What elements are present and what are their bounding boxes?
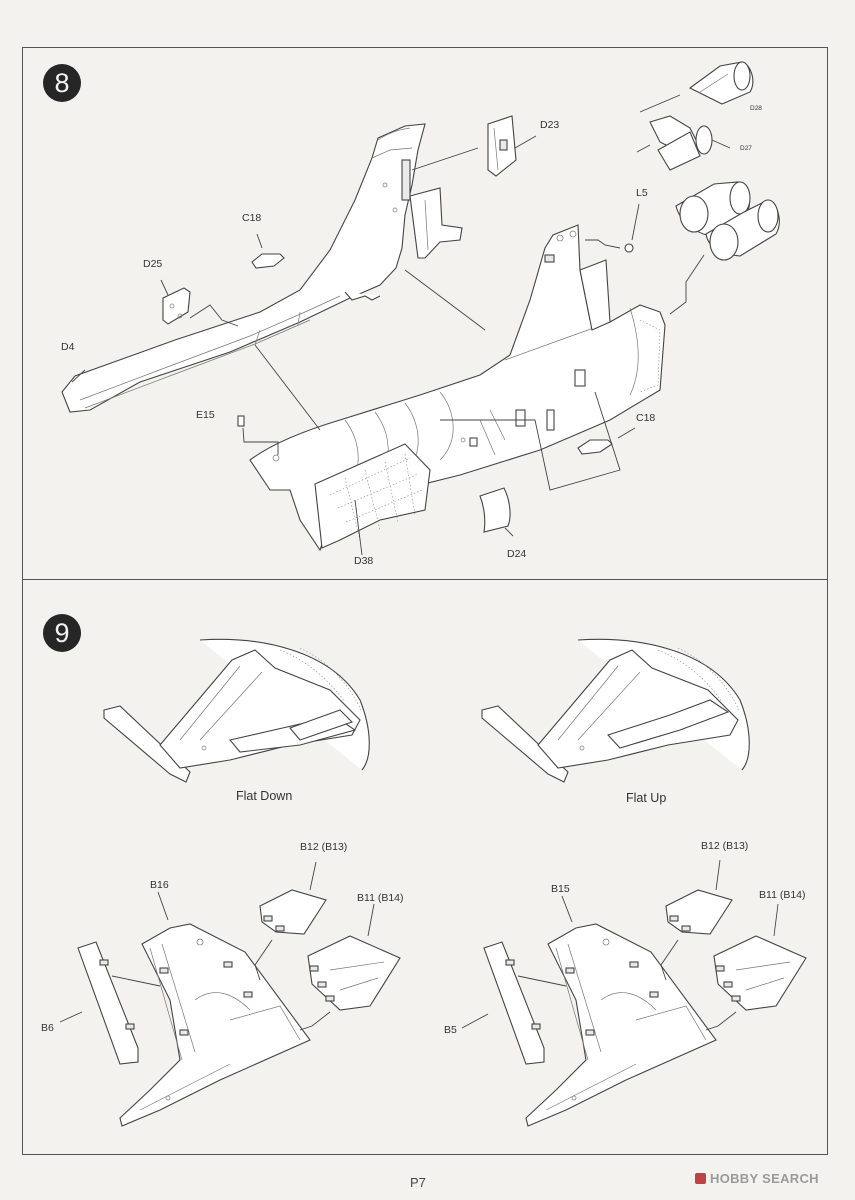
step9-flat-down-view xyxy=(103,638,370,783)
hobbysearch-logo-icon xyxy=(695,1173,706,1184)
label-d25: D25 xyxy=(143,258,163,270)
caption-flat-down: Flat Down xyxy=(236,789,293,803)
step8-part-d25 xyxy=(162,287,191,325)
label-b11-left: B11 (B14) xyxy=(357,892,404,904)
step9-flat-up-view xyxy=(481,638,750,783)
step-9-badge: 9 xyxy=(43,614,81,652)
step8-left-fuselage-half xyxy=(61,123,426,413)
label-d24: D24 xyxy=(507,548,527,560)
step8-exhaust-d28 xyxy=(688,61,754,105)
step8-exhaust-d27 xyxy=(649,115,713,171)
label-e15: E15 xyxy=(196,409,215,421)
label-b6: B6 xyxy=(41,1022,54,1034)
step9-left-wing-assembly xyxy=(77,889,401,1127)
step8-part-d38 xyxy=(314,443,431,549)
step8-rudder-right xyxy=(579,259,611,331)
label-b12-left: B12 (B13) xyxy=(300,841,348,853)
label-d23: D23 xyxy=(540,119,560,131)
label-d4: D4 xyxy=(61,341,75,353)
instruction-frame xyxy=(22,47,828,1155)
page-number: P7 xyxy=(410,1175,426,1190)
watermark: HOBBY SEARCH xyxy=(695,1171,819,1186)
label-d28: D28 xyxy=(750,105,762,112)
step8-part-c18-right xyxy=(577,439,613,455)
step8-rudder-left xyxy=(409,187,463,259)
step8-part-l5 xyxy=(624,243,634,253)
label-d27: D27 xyxy=(740,145,752,152)
label-b11-right: B11 (B14) xyxy=(759,889,806,901)
label-b15: B15 xyxy=(551,883,570,895)
caption-flat-up: Flat Up xyxy=(626,791,667,805)
step-divider xyxy=(22,579,828,580)
label-b5: B5 xyxy=(444,1024,457,1036)
step8-part-d24 xyxy=(479,487,511,533)
step8-part-d23 xyxy=(487,115,517,177)
label-b12-right: B12 (B13) xyxy=(701,840,749,852)
step8-part-e15 xyxy=(237,415,245,427)
label-c18-right: C18 xyxy=(636,412,656,424)
label-l5: L5 xyxy=(636,187,648,199)
label-d38: D38 xyxy=(354,555,374,567)
step-8-badge: 8 xyxy=(43,64,81,102)
watermark-text: HOBBY SEARCH xyxy=(710,1171,819,1186)
step8-twin-nozzles xyxy=(675,181,780,261)
step9-right-wing-assembly xyxy=(483,889,807,1127)
label-b16: B16 xyxy=(150,879,169,891)
label-c18-top: C18 xyxy=(242,212,262,224)
step8-part-c18-top xyxy=(251,253,285,269)
